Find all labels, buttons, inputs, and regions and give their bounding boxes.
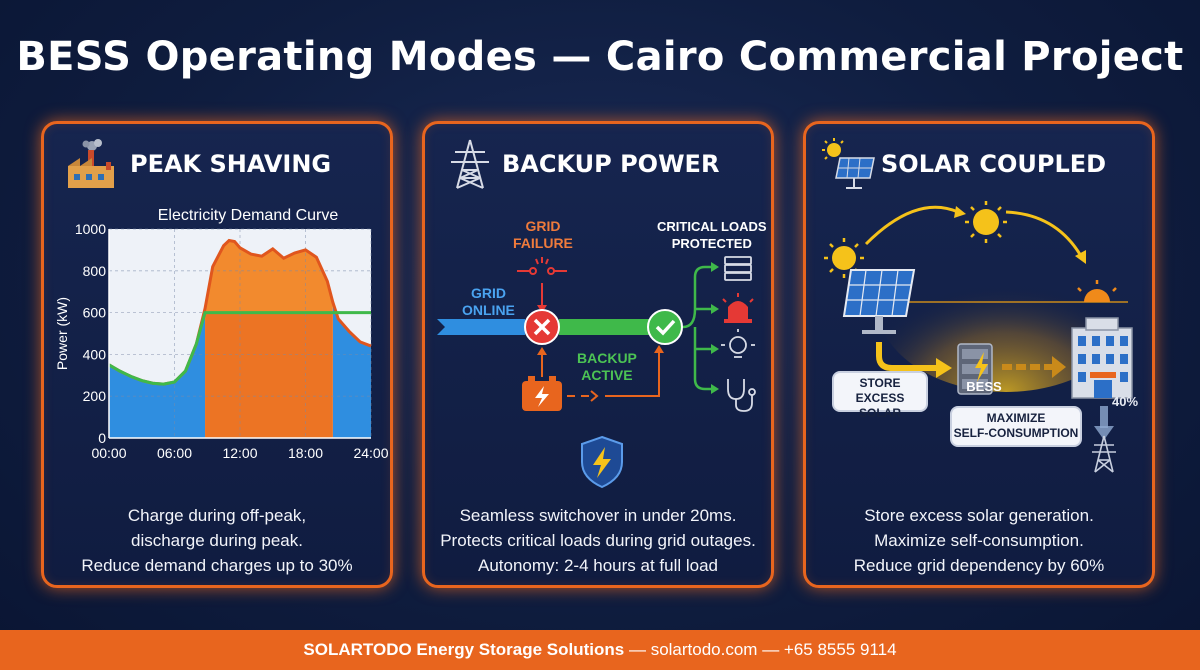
- backup-active-line: [559, 319, 653, 335]
- grid-failure-x-icon: [524, 309, 560, 345]
- backup-power-panel: BACKUP POWER GRID FAILURE CRITICAL LOADS…: [422, 121, 774, 588]
- x-tick-label: 06:00: [157, 445, 192, 461]
- solar-desc-line-3: Reduce grid dependency by 60%: [853, 556, 1105, 575]
- peak-desc-line-3: Reduce demand charges up to 30%: [81, 556, 353, 575]
- solar-desc-line-2: Maximize self-consumption.: [874, 531, 1084, 550]
- y-tick-label: 0: [98, 430, 106, 446]
- grid-percent-label: 40%: [1112, 394, 1139, 409]
- server-icon: [724, 256, 752, 281]
- grid-online-arrow: [437, 319, 525, 335]
- maximize-self-consumption-callout: MAXIMIZE SELF-CONSUMPTION: [950, 406, 1082, 447]
- factory-icon: [68, 139, 114, 188]
- solar-desc-line-1: Store excess solar generation.: [864, 506, 1094, 525]
- grid-online-line-1: GRID: [470, 285, 506, 301]
- solar-flow-diagram: [824, 201, 1136, 440]
- footer-bar: SOLARTODO Energy Storage Solutions — sol…: [0, 630, 1200, 670]
- grid-online-label: GRID ONLINE: [462, 285, 515, 319]
- grid-failure-label: GRID FAILURE: [513, 218, 573, 252]
- peak-shaving-panel: PEAK SHAVING Electricity Demand Curve 0 20…: [41, 121, 393, 588]
- backup-active-label: BACKUP ACTIVE: [577, 350, 637, 384]
- y-tick-label: 800: [83, 263, 107, 279]
- critical-loads-label: CRITICAL LOADS PROTECTED: [657, 218, 767, 252]
- grid-failure-line-2: FAILURE: [513, 235, 573, 251]
- capped-demand-line: [108, 311, 371, 386]
- y-tick-label: 1000: [75, 221, 106, 237]
- critical-loads-line-1: CRITICAL LOADS: [657, 219, 767, 234]
- footer-brand: SOLARTODO Energy Storage Solutions: [303, 640, 625, 659]
- chart-title: Electricity Demand Curve: [158, 207, 339, 224]
- x-tick-label: 24:00: [353, 445, 388, 461]
- y-tick-label: 600: [83, 305, 107, 321]
- backup-desc-line-3: Autonomy: 2-4 hours at full load: [477, 556, 719, 575]
- grid-online-line-2: ONLINE: [462, 302, 515, 318]
- protected-check-icon: [647, 309, 683, 345]
- broken-switch-icon: [517, 257, 567, 275]
- maximize-callout-line-2: SELF-CONSUMPTION: [953, 426, 1079, 440]
- page-title: BESS Operating Modes — Cairo Commercial …: [16, 34, 1184, 80]
- battery-discharge-area: [205, 312, 333, 438]
- backup-flow-diagram: [437, 256, 756, 412]
- footer-phone[interactable]: +65 8555 9114: [783, 640, 897, 659]
- y-tick-label: 200: [83, 388, 107, 404]
- demand-curve-chart: Electricity Demand Curve 0 200 400 600 800 100…: [54, 207, 389, 461]
- off-peak-area-right: [332, 302, 371, 438]
- bess-label: BESS: [966, 379, 1002, 394]
- solar-coupled-description: Store excess solar generation. Maximize …: [806, 503, 1152, 578]
- backup-active-line-2: ACTIVE: [581, 367, 633, 383]
- backup-power-title: BACKUP POWER: [502, 150, 720, 178]
- x-tick-label: 12:00: [222, 445, 257, 461]
- store-callout-line-2: EXCESS SOLAR: [855, 391, 905, 420]
- y-tick-label: 400: [83, 346, 107, 362]
- shield-bolt-icon: [581, 435, 623, 489]
- solar-coupled-title: SOLAR COUPLED: [881, 150, 1107, 178]
- alarm-light-icon: [722, 293, 754, 323]
- backup-power-description: Seamless switchover in under 20ms. Prote…: [425, 503, 771, 578]
- solar-panel-sun-icon: [822, 138, 875, 189]
- backup-active-line-1: BACKUP: [577, 350, 637, 366]
- grid-failure-line-1: GRID: [525, 218, 561, 234]
- backup-desc-line-2: Protects critical loads during grid outa…: [440, 531, 756, 550]
- noon-sun-icon: [965, 201, 1007, 243]
- peak-desc-line-1: Charge during off-peak,: [127, 506, 307, 525]
- backup-desc-line-1: Seamless switchover in under 20ms.: [459, 506, 737, 525]
- y-axis-label: Power (kW): [54, 297, 70, 370]
- off-peak-area-left: [109, 308, 206, 438]
- maximize-callout-line-1: MAXIMIZE: [986, 411, 1046, 425]
- building-icon: [1071, 317, 1133, 399]
- x-tick-label: 00:00: [91, 445, 126, 461]
- sunset-sun-icon: [1077, 280, 1117, 302]
- solar-coupled-panel: SOLAR COUPLED: [803, 121, 1155, 588]
- x-tick-label: 18:00: [288, 445, 323, 461]
- light-bulb-icon: [721, 329, 755, 358]
- peak-shaving-description: Charge during off-peak, discharge during…: [44, 503, 390, 578]
- footer-separator-1: —: [624, 640, 651, 659]
- transmission-tower-icon: [451, 139, 489, 189]
- bess-cabinet-icon: [957, 343, 993, 395]
- footer-website-link[interactable]: solartodo.com: [650, 640, 758, 659]
- peak-shaving-title: PEAK SHAVING: [130, 150, 332, 178]
- solar-array-icon: [842, 269, 916, 334]
- stethoscope-icon: [727, 379, 756, 412]
- critical-loads-line-2: PROTECTED: [671, 236, 752, 251]
- footer-separator-2: —: [757, 640, 784, 659]
- grid-tower-icon: [1092, 435, 1116, 473]
- battery-icon: [522, 376, 562, 411]
- peak-desc-line-2: discharge during peak.: [130, 531, 303, 550]
- store-excess-solar-callout: STORE EXCESS SOLAR: [832, 371, 928, 420]
- store-callout-line-1: STORE: [859, 376, 901, 390]
